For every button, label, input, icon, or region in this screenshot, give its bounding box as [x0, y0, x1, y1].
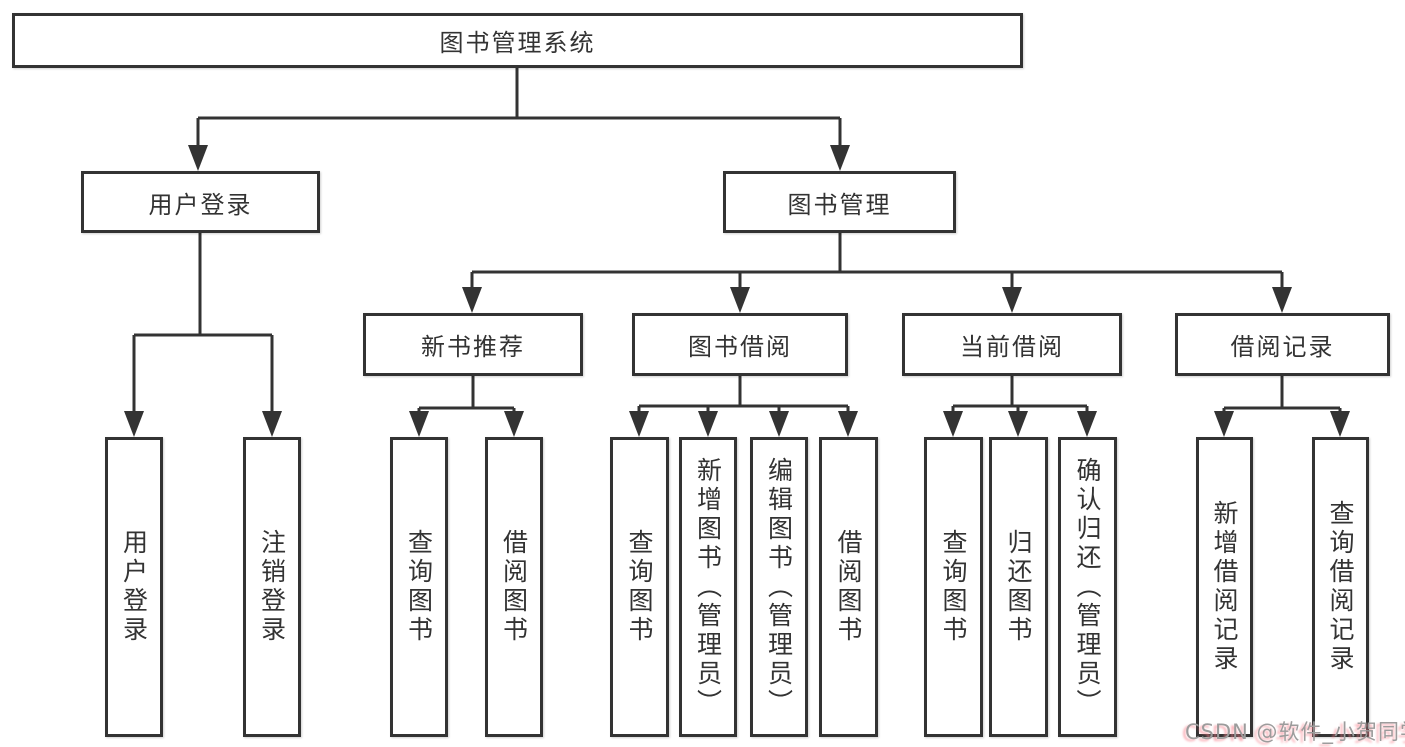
arrowheads — [124, 145, 1350, 437]
node-borrow-books-borrowing: 借阅图书 — [819, 437, 878, 737]
node-return-books: 归还图书 — [989, 437, 1048, 737]
node-new-book-recommend: 新书推荐 — [363, 313, 583, 376]
node-query-books-current: 查询图书 — [924, 437, 983, 737]
node-book-management: 图书管理 — [723, 171, 956, 233]
node-current-borrowing: 当前借阅 — [902, 313, 1122, 376]
node-query-books-recommend: 查询图书 — [390, 437, 448, 737]
node-user-login-leaf: 用户登录 — [105, 437, 163, 737]
node-query-borrow-record: 查询借阅记录 — [1312, 437, 1369, 737]
node-book-borrowing: 图书借阅 — [632, 313, 848, 376]
watermark: CSDN @软件_小贺同学 — [1185, 720, 1405, 744]
node-query-books-borrowing: 查询图书 — [610, 437, 669, 737]
node-add-books-admin: 新增图书（管理员） — [679, 437, 737, 737]
node-library-system: 图书管理系统 — [12, 13, 1023, 68]
node-add-borrow-record: 新增借阅记录 — [1196, 437, 1253, 737]
node-confirm-return-admin: 确认归还（管理员） — [1058, 437, 1117, 737]
node-user-login: 用户登录 — [81, 171, 320, 233]
node-logout-leaf: 注销登录 — [243, 437, 301, 737]
node-borrow-books-recommend: 借阅图书 — [485, 437, 543, 737]
node-edit-books-admin: 编辑图书（管理员） — [750, 437, 808, 737]
node-borrowing-records: 借阅记录 — [1175, 313, 1390, 376]
